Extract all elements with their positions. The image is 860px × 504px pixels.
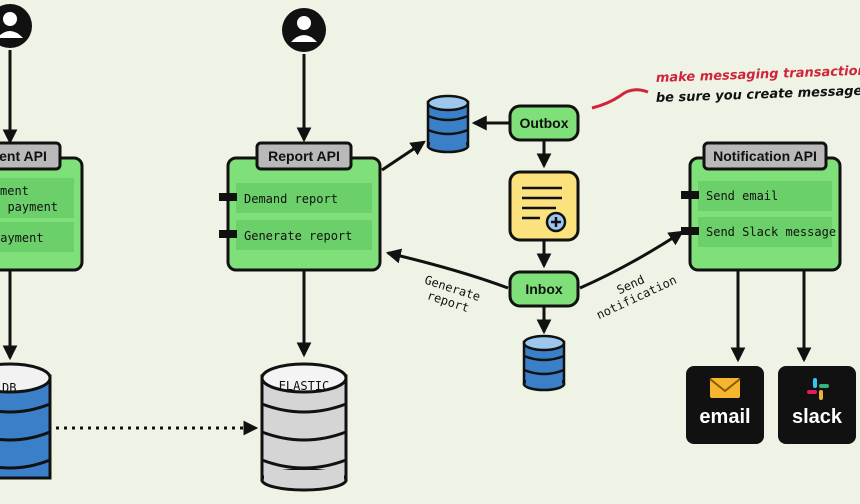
inbox-database-icon — [522, 334, 566, 392]
inbox-node[interactable]: Inbox — [508, 270, 580, 308]
envelope-icon — [709, 378, 741, 398]
outbox-database-icon — [426, 94, 470, 154]
notification-api-title-tab — [702, 141, 828, 171]
report-api-title-tab — [255, 141, 353, 171]
edge-label-generate-report: Generate report — [423, 273, 482, 315]
inbox-label: Inbox — [525, 281, 563, 297]
report-api-item-1: Demand report — [244, 192, 338, 206]
payment-api-item-1-line1: ment — [0, 184, 29, 198]
notification-api-item-2: Send Slack message — [706, 225, 836, 239]
slack-tile: slack — [778, 366, 856, 444]
annotation-line-1: make messaging transactional — [656, 63, 860, 86]
annotation-line-2: be sure you create messages — [656, 84, 860, 106]
annotation-arrow — [591, 88, 649, 110]
outbox-node[interactable]: Outbox — [508, 104, 580, 142]
user-icon-report — [282, 8, 326, 52]
payment-api-item-1-line2: e payment — [0, 200, 58, 214]
report-api-title: Report API — [268, 148, 340, 164]
report-api-item-generate[interactable] — [236, 220, 372, 250]
payment-database-icon: DB — [0, 362, 52, 480]
payment-api-title-tab — [0, 141, 62, 171]
port-generate — [219, 230, 237, 238]
payment-api-item-2: payment — [0, 231, 44, 245]
arrow-report-api-to-outbox-db — [381, 140, 426, 172]
payment-api-box[interactable]: ent API ment e payment payment — [0, 141, 84, 272]
notification-api-title: Notification API — [713, 148, 817, 164]
notification-api-item-email[interactable] — [698, 181, 832, 211]
user-icon-payment — [0, 4, 32, 48]
report-api-item-demand[interactable] — [236, 183, 372, 213]
message-document-icon — [508, 170, 580, 242]
payment-db-label: DB — [2, 381, 16, 395]
port-send-email — [681, 191, 699, 199]
arrow-inbox-to-notification-api — [579, 230, 684, 290]
arrow-inbox-to-report-api — [385, 248, 509, 290]
elastic-database-icon: ELASTIC — [260, 362, 348, 492]
report-api-box[interactable]: Report API Demand report Generate report — [219, 141, 382, 272]
slack-logo-icon — [807, 378, 829, 400]
notification-api-item-slack[interactable] — [698, 217, 832, 247]
elastic-db-label: ELASTIC — [279, 379, 330, 393]
email-label: email — [699, 406, 750, 428]
report-api-item-2: Generate report — [244, 229, 352, 243]
slack-label: slack — [792, 406, 843, 428]
email-tile: email — [686, 366, 764, 444]
notification-api-box[interactable]: Notification API Send email Send Slack m… — [681, 141, 842, 272]
notification-api-item-1: Send email — [706, 189, 778, 203]
payment-api-title: ent API — [0, 148, 47, 164]
edge-label-send-notification: Send notification — [594, 272, 678, 322]
port-send-slack — [681, 227, 699, 235]
outbox-label: Outbox — [520, 115, 569, 131]
port-demand — [219, 193, 237, 201]
